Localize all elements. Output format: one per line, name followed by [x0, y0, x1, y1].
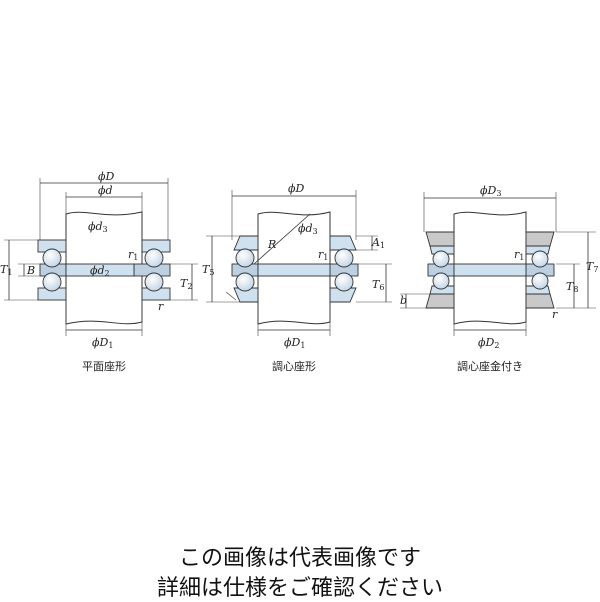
label-b: b — [400, 294, 407, 307]
label-phiD3: ϕD3 — [480, 184, 501, 198]
label-phid3: ϕd3 — [88, 220, 108, 234]
label-phiD1: ϕD1 — [92, 336, 113, 350]
figure-flat-seat: ϕD ϕd ϕd3 ϕd2 T1 B T2 r1 r ϕD1 平面座形 — [0, 170, 198, 373]
figure-aligning-seat-with-washer: ϕD3 r1 T7 T8 b r ϕD2 調心座金付き — [400, 184, 598, 373]
label-phid: ϕd — [98, 184, 113, 197]
aligning-washer-top-right — [329, 235, 357, 251]
label-T5: T5 — [202, 263, 214, 277]
label-T1: T1 — [0, 263, 12, 277]
caption-aligning-seat-with-washer: 調心座金付き — [457, 359, 523, 373]
caption-aligning-seat: 調心座形 — [272, 359, 316, 373]
label-T6: T6 — [372, 278, 384, 292]
ball-bottom-right — [334, 272, 354, 292]
label-phiD: ϕD — [98, 170, 114, 183]
ball-top-right — [144, 248, 164, 268]
label-T8: T8 — [566, 280, 578, 294]
ball-bottom-left — [432, 272, 450, 290]
label-r: r — [552, 308, 558, 321]
label-T7: T7 — [586, 260, 598, 274]
aligning-seat-bottom-left — [425, 293, 455, 309]
label-phid3: ϕd3 — [298, 222, 318, 236]
label-B: B — [26, 264, 35, 277]
label-phiD1: ϕD1 — [284, 336, 305, 350]
aligning-washer-top-left — [429, 245, 455, 255]
shaft-washer-center — [65, 263, 135, 277]
ball-bottom-left — [235, 272, 255, 292]
ball-top-left — [432, 250, 450, 268]
aligning-seat-top-left — [425, 231, 455, 247]
label-r1: r1 — [318, 248, 328, 262]
caption-flat-seat: 平面座形 — [82, 359, 126, 373]
ball-top-right — [334, 248, 354, 268]
notice-line-2: 詳細は仕様をご確認ください — [156, 576, 443, 601]
label-R: R — [267, 238, 276, 251]
label-phiD: ϕD — [288, 182, 304, 195]
ball-bottom-right — [144, 272, 164, 292]
aligning-washer-top-left — [233, 235, 259, 251]
label-phiD2: ϕD2 — [478, 336, 499, 350]
shaft-washer-center — [453, 263, 527, 277]
shaft-washer-center — [257, 263, 331, 277]
label-r: r — [158, 300, 164, 313]
aligning-seat-top-right — [525, 231, 555, 247]
notice-line-1: この画像は代表画像です — [178, 546, 421, 571]
figure-aligning-seat: ϕD ϕd3 R A1 T5 T6 r1 ϕD1 調心座形 — [202, 182, 392, 373]
label-r1: r1 — [128, 248, 138, 262]
ball-top-right — [531, 250, 549, 268]
ball-bottom-right — [531, 272, 549, 290]
label-phid2: ϕd2 — [90, 264, 110, 278]
label-A1: A1 — [371, 236, 385, 250]
ball-top-left — [235, 248, 255, 268]
ball-bottom-left — [42, 272, 62, 292]
radius-line — [253, 213, 311, 265]
label-r1: r1 — [514, 248, 524, 262]
ball-top-left — [42, 248, 62, 268]
label-T2: T2 — [180, 277, 192, 291]
aligning-seat-bottom-right — [525, 293, 555, 309]
